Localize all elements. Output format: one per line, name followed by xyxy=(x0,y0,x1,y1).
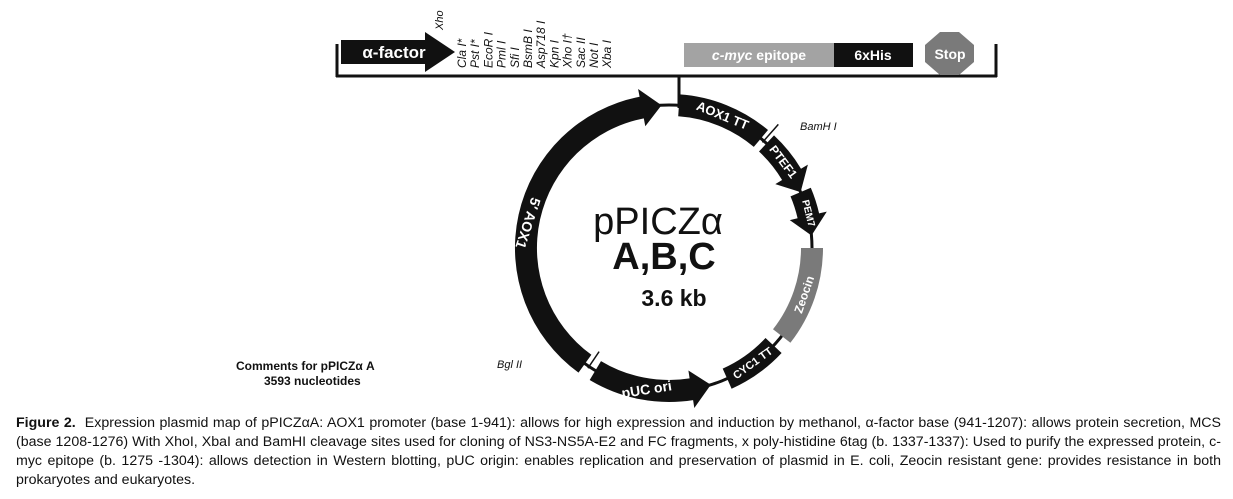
site-label: BsmB I xyxy=(521,29,535,68)
cmyc-epitope-label: c-myc epitope xyxy=(712,47,806,63)
bamhi-site-tick xyxy=(761,123,779,143)
puc-ori-segment xyxy=(589,361,711,408)
site-label: Not I xyxy=(587,42,601,68)
xho-label: Xho xyxy=(434,10,446,31)
ptef1-segment xyxy=(759,135,808,193)
aox1-5-segment xyxy=(514,89,662,373)
plasmid-variants: A,B,C xyxy=(612,236,715,278)
puc-ori-label: pUC ori xyxy=(620,377,672,401)
caption-label: Figure 2. xyxy=(16,415,76,431)
site-label: Sfi I xyxy=(508,47,522,68)
site-label: Kpn I xyxy=(547,39,561,68)
zeocin-segment xyxy=(773,248,823,343)
aox1-tt-segment xyxy=(678,94,768,147)
caption-text: Expression plasmid map of pPICZαA: AOX1 … xyxy=(16,415,1221,488)
comments-length: 3593 nucleotides xyxy=(264,374,361,388)
site-label: EcoR I xyxy=(481,31,495,68)
plasmid-ring xyxy=(514,89,827,408)
cyc1-tt-segment xyxy=(722,338,782,389)
plasmid-title: pPICZα A,B,C 3.6 kb xyxy=(593,201,723,311)
site-label: Pst I* xyxy=(468,39,482,68)
comments-title: Comments for pPICZα A xyxy=(236,359,375,373)
comments-block: Comments for pPICZα A 3593 nucleotides xyxy=(236,359,375,388)
alpha-factor-arrow xyxy=(341,32,455,72)
bglii-site-tick xyxy=(587,351,600,369)
plasmid-size: 3.6 kb xyxy=(641,285,706,311)
site-label: Sac II xyxy=(574,37,588,68)
stop-label: Stop xyxy=(934,46,965,62)
site-label: Cla I* xyxy=(455,38,469,68)
site-label: Xba I xyxy=(600,39,614,69)
6xhis-label: 6xHis xyxy=(854,47,892,63)
6xhis-box xyxy=(834,43,913,67)
pem7-segment xyxy=(789,187,827,236)
epitope-label: epitope xyxy=(752,47,806,63)
site-label: Asp718 I xyxy=(534,20,548,69)
site-label: Pml I xyxy=(495,40,509,68)
site-label: Xho I† xyxy=(561,33,575,69)
stop-octagon xyxy=(925,32,974,75)
figure-caption: Figure 2. Expression plasmid map of pPIC… xyxy=(16,414,1221,490)
bamhi-label: BamH I xyxy=(800,121,837,133)
aox1-tt-label: AOX1 TT xyxy=(694,98,751,132)
bglii-label: Bgl II xyxy=(497,359,522,371)
cmyc-label: c-myc xyxy=(712,47,753,63)
alpha-factor-label: α-factor xyxy=(362,43,426,62)
cmyc-epitope-box xyxy=(684,43,834,67)
plasmid-name: pPICZα xyxy=(593,201,723,243)
